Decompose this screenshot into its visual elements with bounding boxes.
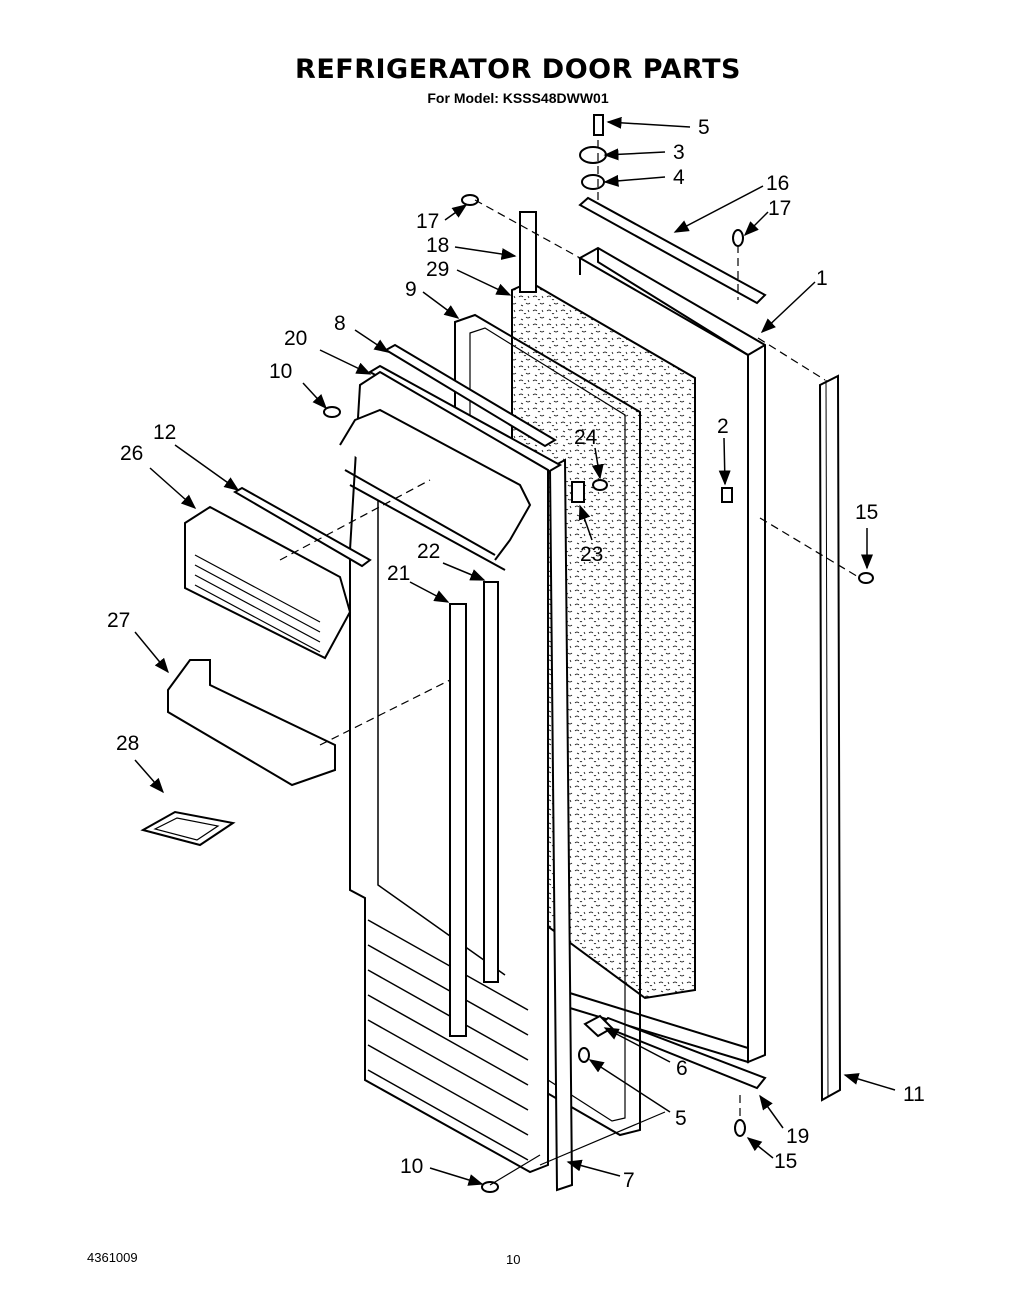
part-17-screw-left: [461, 194, 479, 206]
model-subtitle: For Model: KSSS48DWW01: [427, 90, 609, 106]
part-28-tray: [140, 810, 236, 847]
part-18-strip: [519, 211, 537, 293]
part-5-top-screw: [593, 114, 604, 136]
part-10-screw-bottom: [481, 1181, 499, 1193]
callout-1: 1: [816, 267, 828, 290]
part-27-shelf-bin: [167, 659, 336, 787]
callout-29: 29: [426, 258, 449, 281]
callout-12: 12: [153, 421, 176, 444]
part-4-washer: [581, 174, 605, 190]
part-2-clip: [721, 487, 733, 503]
callout-10-bottom: 10: [400, 1155, 423, 1178]
callout-8: 8: [334, 312, 346, 335]
part-10-screw-top: [323, 406, 341, 418]
callout-7: 7: [623, 1169, 635, 1192]
callout-3: 3: [673, 141, 685, 164]
page-title: REFRIGERATOR DOOR PARTS: [295, 54, 741, 85]
callout-17-left: 17: [416, 210, 439, 233]
part-12-rail: [232, 486, 372, 568]
part-16-top-bracket: [578, 196, 767, 305]
part-22-rail: [483, 581, 499, 983]
callout-24: 24: [574, 426, 598, 449]
callout-6: 6: [676, 1057, 688, 1080]
part-11-strip: [818, 374, 842, 1102]
part-26-dairy-bin: [184, 505, 352, 660]
part-15-screw-right: [858, 572, 874, 584]
part-21-rail: [449, 603, 467, 1037]
document-number: 4361009: [87, 1250, 138, 1265]
part-7-strip: [548, 458, 574, 1192]
callout-18: 18: [426, 234, 449, 257]
callout-15-bottom: 15: [774, 1150, 797, 1173]
callout-15-right: 15: [855, 501, 878, 524]
callout-11: 11: [903, 1083, 925, 1106]
callout-10-top: 10: [269, 360, 292, 383]
part-3-hinge: [579, 146, 607, 164]
part-15-screw-bottom: [734, 1119, 746, 1137]
callout-20: 20: [284, 327, 307, 350]
callout-2: 2: [717, 415, 729, 438]
part-5-lower-screw: [578, 1047, 590, 1063]
callout-22: 22: [417, 540, 440, 563]
callout-17-right: 17: [768, 197, 791, 220]
part-23-plate: [571, 481, 585, 503]
callout-27: 27: [107, 609, 130, 632]
callout-21: 21: [387, 562, 410, 585]
callout-28: 28: [116, 732, 139, 755]
callout-19: 19: [786, 1125, 809, 1148]
callout-23: 23: [580, 543, 603, 566]
callout-9: 9: [405, 278, 417, 301]
part-8-trim: [384, 343, 557, 448]
page-number: 10: [506, 1252, 521, 1267]
callout-4: 4: [673, 166, 685, 189]
callout-16: 16: [766, 172, 789, 195]
callout-5-top: 5: [698, 116, 710, 139]
part-24-screw: [592, 479, 608, 491]
callout-26: 26: [120, 442, 143, 465]
callout-5-bottom: 5: [675, 1107, 687, 1130]
part-17-screw-right: [732, 229, 744, 247]
